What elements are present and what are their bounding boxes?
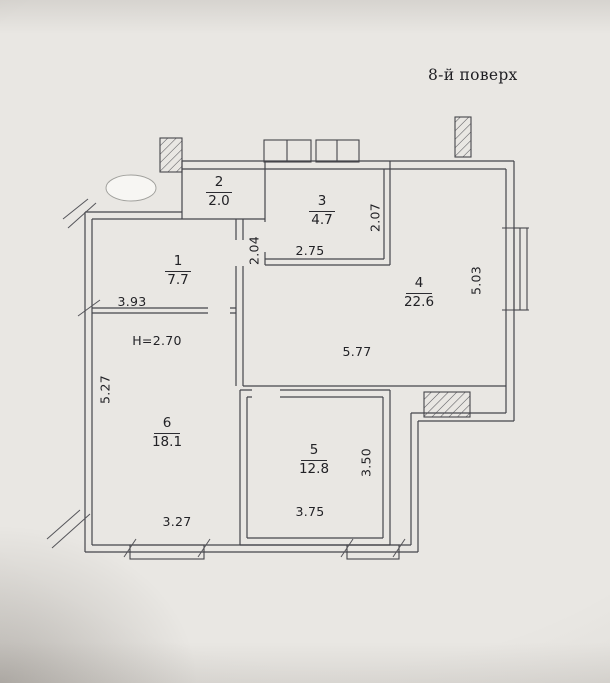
tick-marks <box>46 198 406 558</box>
room-label-2: 2 2.0 <box>195 174 243 210</box>
interior-walls <box>92 161 506 546</box>
hatched-wall-stubs <box>159 116 472 418</box>
room-3-area: 4.7 <box>311 211 333 228</box>
dim-room3-height: 2.07 <box>367 202 383 233</box>
room-6-number: 6 <box>153 415 181 434</box>
room-label-3: 3 4.7 <box>298 193 346 229</box>
dim-hall-height: 2.04 <box>246 235 262 266</box>
floor-title: 8-й поверх <box>428 66 518 84</box>
room-1-area: 7.7 <box>167 271 189 288</box>
wall-stub-top-right <box>454 116 472 158</box>
dim-room3-width: 2.75 <box>295 243 325 258</box>
dim-ceiling-height: H=2.70 <box>132 333 182 348</box>
window-bottom-right <box>346 544 400 560</box>
dim-room5-height: 3.50 <box>358 447 374 478</box>
dim-room6-height: 5.27 <box>97 374 113 405</box>
dim-room6-width: 3.27 <box>162 514 192 529</box>
room-3-number: 3 <box>308 193 336 212</box>
window-bottom-left <box>129 544 205 560</box>
room-4-number: 4 <box>405 275 433 294</box>
room-label-5: 5 12.8 <box>290 442 338 478</box>
window-top-left <box>263 139 312 163</box>
room-6-area: 18.1 <box>151 433 183 450</box>
room-1-number: 1 <box>164 253 192 272</box>
room-2-number: 2 <box>205 174 233 193</box>
room-2-area: 2.0 <box>208 192 230 209</box>
shaft-bottom-right <box>423 391 471 418</box>
dim-room4-width: 5.77 <box>342 344 372 359</box>
dim-room1-width: 3.93 <box>117 294 147 309</box>
whiteout-oval <box>105 174 157 202</box>
room-label-6: 6 18.1 <box>143 415 191 451</box>
window-right <box>502 227 529 311</box>
room-5-area: 12.8 <box>298 460 330 477</box>
window-symbols <box>129 139 529 560</box>
wall-stub-top-left <box>159 137 183 173</box>
room-label-1: 1 7.7 <box>154 253 202 289</box>
dim-room4-height: 5.03 <box>468 265 484 296</box>
room-5-number: 5 <box>300 442 328 461</box>
room-4-area: 22.6 <box>403 293 435 310</box>
dim-room5-width: 3.75 <box>295 504 325 519</box>
window-top-right <box>315 139 360 163</box>
room-label-4: 4 22.6 <box>395 275 443 311</box>
